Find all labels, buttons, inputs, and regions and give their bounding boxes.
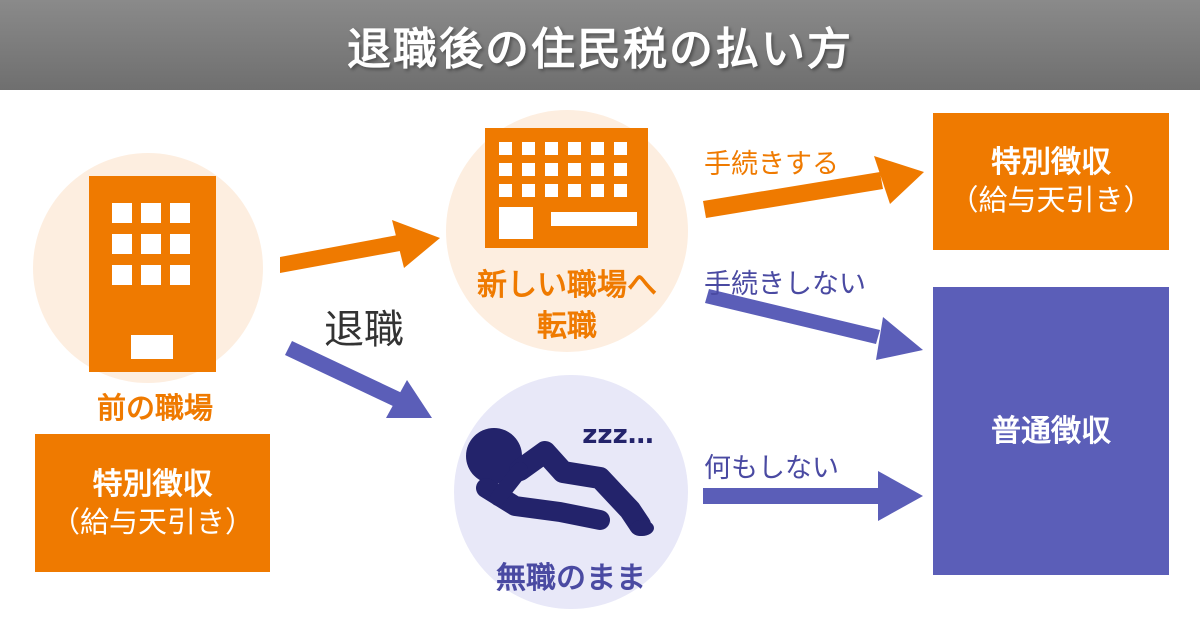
sleep-text: zzz… [582, 420, 654, 450]
retirement-label: 退職 [324, 307, 404, 353]
procedure-label: 手続きする [704, 149, 839, 180]
arrow-procedure [703, 156, 924, 218]
box-right-title: 特別徴収 [991, 145, 1111, 181]
new-job-caption-line1: 新しい職場へ [477, 268, 657, 303]
new-job-caption: 新しい職場へ 転職 [446, 266, 688, 347]
unemployed-caption: 無職のまま [496, 561, 646, 596]
arrow-to-unemployed [285, 341, 432, 418]
box-left-title: 特別徴収 [92, 466, 213, 502]
nothing-label: 何もしない [704, 453, 839, 484]
title-bar: 退職後の住民税の払い方 [0, 0, 1200, 90]
arrow-no-procedure [705, 289, 923, 360]
special-collection-box-left: 特別徴収 （給与天引き） [35, 434, 270, 572]
box-left-subtitle: （給与天引き） [50, 504, 254, 539]
arrow-to-new-job [280, 220, 440, 273]
arrow-nothing [703, 471, 923, 521]
no-procedure-label: 手続きしない [704, 269, 866, 300]
new-job-caption-line2: 転職 [537, 308, 597, 344]
sleeping-person-icon [466, 428, 654, 536]
new-office-building-icon [485, 128, 648, 248]
normal-collection-title: 普通徴収 [991, 413, 1111, 449]
normal-collection-box: 普通徴収 [933, 287, 1169, 575]
previous-job-caption: 前の職場 [96, 391, 213, 425]
previous-office-building-icon [89, 176, 216, 372]
box-right-subtitle: （給与天引き） [949, 183, 1153, 218]
special-collection-box-right: 特別徴収 （給与天引き） [933, 113, 1169, 250]
page-title: 退職後の住民税の払い方 [347, 24, 853, 75]
